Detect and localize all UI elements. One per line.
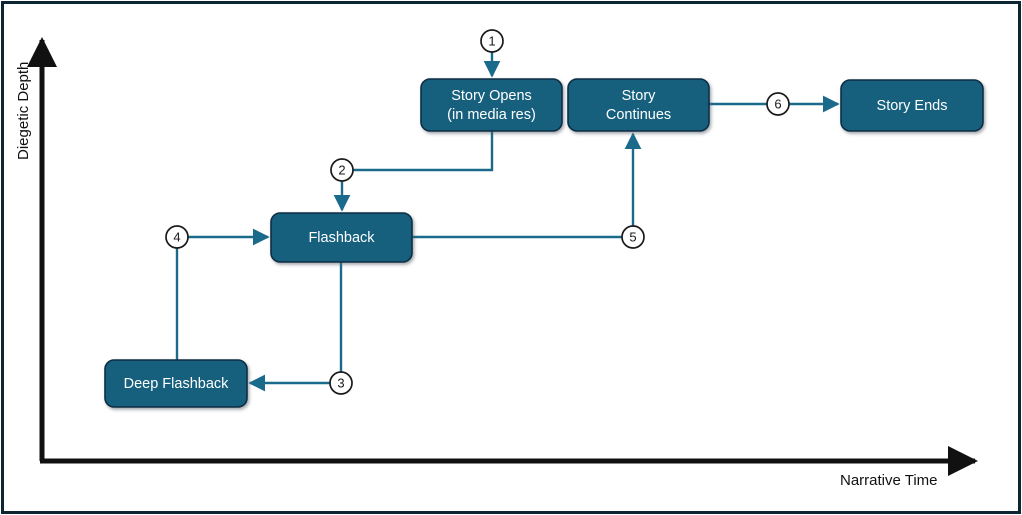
step-marker-5-label: 5	[629, 229, 636, 244]
step-marker-2-label: 2	[338, 162, 345, 177]
x-axis-label: Narrative Time	[840, 472, 938, 489]
step-marker-3-circle[interactable]	[329, 371, 353, 395]
node-story-ends-box[interactable]	[840, 79, 984, 132]
axis-group	[27, 37, 978, 476]
connector-2-a	[353, 131, 494, 172]
node-story-opens-line1: Story Opens	[451, 88, 532, 104]
step-marker-2[interactable]: 2	[330, 158, 354, 182]
step-marker-1[interactable]: 1	[480, 29, 504, 53]
y-axis-label: Diegetic Depth	[15, 62, 32, 160]
node-story-continues-box[interactable]	[567, 78, 710, 132]
step-marker-5-circle[interactable]	[621, 225, 645, 249]
node-flashback-line1: Flashback	[308, 230, 375, 246]
step-marker-1-label: 1	[488, 33, 495, 48]
node-flashback[interactable]: Flashback	[270, 212, 413, 263]
step-marker-2-circle[interactable]	[330, 158, 354, 182]
step-marker-5[interactable]: 5	[621, 225, 645, 249]
node-deep-flashback-box[interactable]	[104, 359, 248, 408]
step-marker-4-label: 4	[173, 229, 180, 244]
step-marker-3-label: 3	[337, 375, 344, 390]
step-marker-4[interactable]: 4	[165, 225, 189, 249]
node-flashback-box[interactable]	[270, 212, 413, 263]
step-marker-3[interactable]: 3	[329, 371, 353, 395]
node-story-opens[interactable]: Story Opens (in media res)	[420, 78, 563, 132]
node-story-opens-box[interactable]	[420, 78, 563, 132]
node-story-continues-line2: Continues	[606, 107, 671, 123]
node-story-continues[interactable]: Story Continues	[567, 78, 710, 132]
step-marker-1-circle[interactable]	[480, 29, 504, 53]
step-marker-4-circle[interactable]	[165, 225, 189, 249]
node-story-continues-line1: Story	[622, 88, 657, 104]
node-story-opens-line2: (in media res)	[447, 107, 536, 123]
step-marker-6-label: 6	[774, 96, 781, 111]
node-deep-flashback[interactable]: Deep Flashback	[104, 359, 248, 408]
step-marker-6[interactable]: 6	[766, 92, 790, 116]
node-story-ends-line1: Story Ends	[877, 98, 948, 114]
node-story-ends[interactable]: Story Ends	[840, 79, 984, 132]
connector-group	[175, 52, 840, 392]
step-marker-6-circle[interactable]	[766, 92, 790, 116]
node-deep-flashback-line1: Deep Flashback	[124, 376, 230, 392]
